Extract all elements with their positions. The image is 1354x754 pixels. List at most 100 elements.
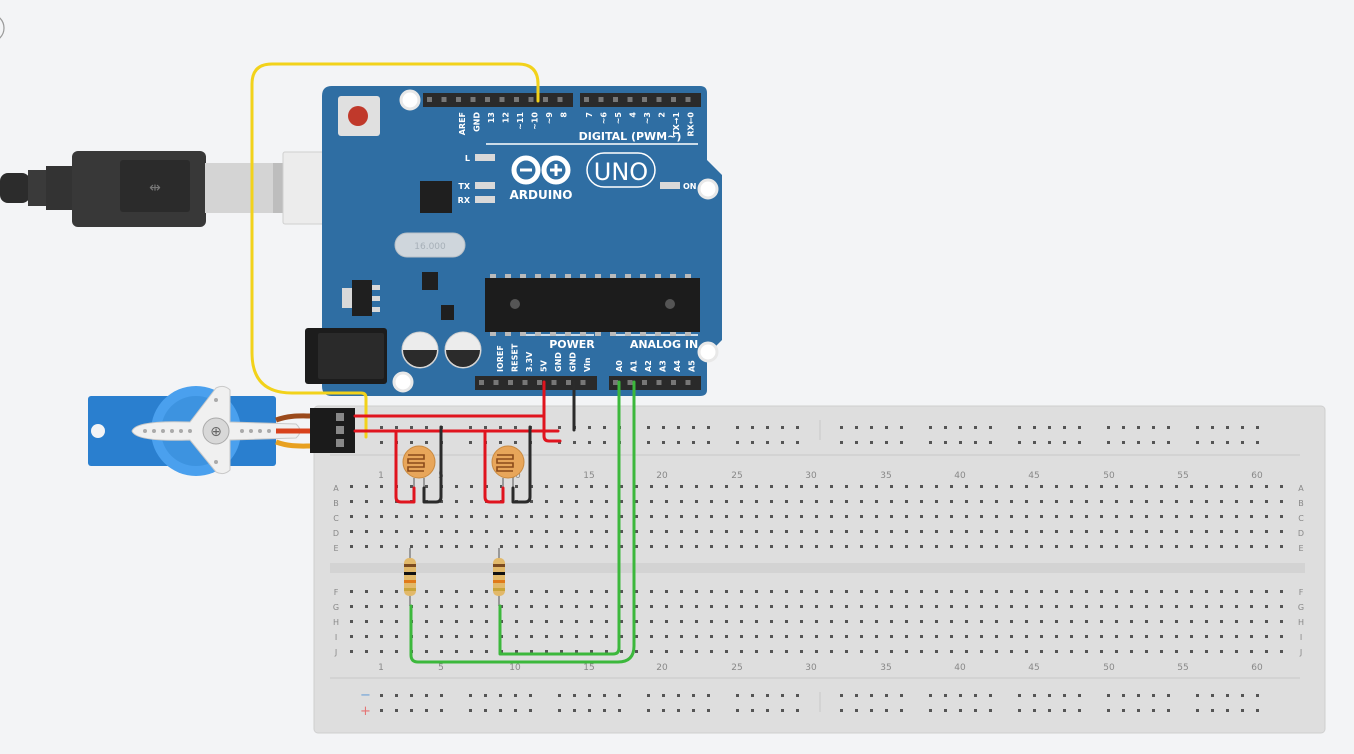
row-letter: D <box>333 529 339 538</box>
wire-red-rail[interactable] <box>542 414 562 443</box>
power-header <box>475 376 597 390</box>
column-number: 45 <box>1028 471 1039 481</box>
bottom-power-rail <box>380 694 1259 712</box>
row-letter: J <box>1299 648 1302 657</box>
column-number: 15 <box>583 471 594 481</box>
column-number: 15 <box>583 663 594 673</box>
digital-pin-label: 4 <box>629 112 638 118</box>
digital-pin-label: 7 <box>585 112 594 118</box>
row-letter: D <box>1298 529 1304 538</box>
analog-pin-label: A5 <box>688 360 697 372</box>
led-on-label: ON <box>683 182 697 191</box>
digital-pin-label: 2 <box>658 112 667 118</box>
column-number: 55 <box>1177 663 1188 673</box>
analog-header <box>609 376 701 390</box>
column-number: 30 <box>805 663 817 673</box>
digital-pin-label: GND <box>473 112 482 132</box>
row-letter: A <box>333 484 339 493</box>
led-l-label: L <box>465 154 470 163</box>
wire-red-ldr2[interactable] <box>483 431 505 504</box>
terminal-strip-top <box>345 482 1290 554</box>
row-letter: G <box>333 603 339 612</box>
led-tx <box>475 182 495 189</box>
servo-connector <box>310 408 355 453</box>
brand-label: ARDUINO <box>510 188 573 202</box>
row-letter: E <box>333 544 338 553</box>
led-on <box>660 182 680 189</box>
wire-yellow-signal[interactable] <box>250 62 540 439</box>
row-letter: I <box>335 633 337 642</box>
column-number: 50 <box>1103 471 1115 481</box>
mounting-hole <box>392 371 414 393</box>
voltage-regulator <box>352 280 372 316</box>
photoresistor-2[interactable] <box>491 445 525 490</box>
row-letter: H <box>1298 618 1304 627</box>
mounting-hole <box>399 89 421 111</box>
power-pin-label: RESET <box>511 343 520 372</box>
column-number: 55 <box>1177 471 1188 481</box>
column-number: 25 <box>731 663 742 673</box>
row-letter: G <box>1298 603 1304 612</box>
terminal-strip-bottom <box>345 586 1290 658</box>
digital-pin-label: ~11 <box>516 112 525 130</box>
led-rx-label: RX <box>458 196 471 205</box>
digital-pin-label: 8 <box>560 112 569 118</box>
row-letter: I <box>1300 633 1302 642</box>
digital-pin-label: ~6 <box>600 112 609 125</box>
capacitor <box>444 331 482 369</box>
digital-header-left <box>423 93 573 107</box>
photoresistor-1[interactable] <box>402 445 436 490</box>
component <box>422 272 438 290</box>
digital-pin-label: 13 <box>487 112 496 123</box>
column-number: 45 <box>1028 663 1039 673</box>
resistor-2[interactable] <box>493 548 505 606</box>
servo-motor[interactable]: ⊕ <box>88 385 355 476</box>
wire-red-ldr1[interactable] <box>394 431 416 504</box>
column-number: 1 <box>378 663 384 673</box>
model-label: UNO <box>594 158 648 186</box>
rail-plus-label: + <box>360 704 371 719</box>
resistor-1[interactable] <box>404 548 416 606</box>
row-letter: C <box>333 514 339 523</box>
column-number: 60 <box>1251 471 1263 481</box>
column-number: 40 <box>954 471 966 481</box>
rail-minus-label: − <box>360 688 371 703</box>
column-number: 1 <box>378 471 384 481</box>
usb-symbol-icon: ⇹ <box>149 180 161 196</box>
analog-pin-label: A2 <box>644 360 653 372</box>
digital-pin-label: ~10 <box>531 112 540 130</box>
power-pin-label: GND <box>554 352 563 372</box>
column-number: 50 <box>1103 663 1115 673</box>
column-number: 10 <box>509 663 521 673</box>
wire-green-a0[interactable] <box>498 380 621 656</box>
column-number: 20 <box>656 471 668 481</box>
column-number: 20 <box>656 663 668 673</box>
column-number: 5 <box>438 663 444 673</box>
zoom-control[interactable] <box>0 14 5 42</box>
row-letter: C <box>1298 514 1304 523</box>
wire-green-a1[interactable] <box>409 380 636 664</box>
wire-black-ldr1[interactable] <box>422 425 443 504</box>
power-pin-label: IOREF <box>496 345 505 372</box>
row-letter: B <box>333 499 339 508</box>
capacitor <box>401 331 439 369</box>
digital-pin-label: 12 <box>502 112 511 123</box>
digital-pin-label: ~5 <box>614 112 623 125</box>
analog-pin-label: A4 <box>673 360 682 372</box>
crystal <box>394 232 466 258</box>
atmega-chip <box>485 278 700 332</box>
digital-pin-label: ~3 <box>643 112 652 124</box>
row-letter: J <box>334 648 337 657</box>
power-pin-label: Vin <box>583 357 592 372</box>
wire-black-ldr2[interactable] <box>511 425 532 504</box>
mounting-hole <box>697 341 719 363</box>
crystal-label: 16.000 <box>414 242 446 252</box>
